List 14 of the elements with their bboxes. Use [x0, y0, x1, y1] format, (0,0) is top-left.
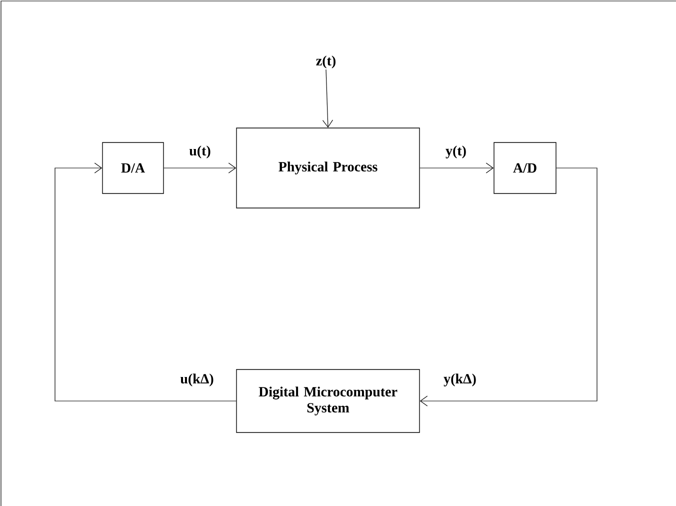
system-box: Digital Microcomputer System — [236, 369, 420, 433]
arrow — [164, 162, 236, 174]
edge-label: y(kΔ) — [442, 372, 478, 388]
arrow — [54, 162, 236, 402]
arrow — [322, 69, 334, 128]
edge-label: y(t) — [444, 144, 468, 160]
arrow — [420, 162, 494, 174]
arrow — [420, 168, 598, 406]
edge-label: u(kΔ) — [179, 372, 215, 388]
process-box: Physical Process — [236, 128, 420, 208]
signal-label: z(t) — [316, 56, 336, 68]
edge-label: u(t) — [188, 144, 212, 160]
converter-box: A/D — [494, 142, 556, 194]
converter-box: D/A — [102, 142, 164, 194]
